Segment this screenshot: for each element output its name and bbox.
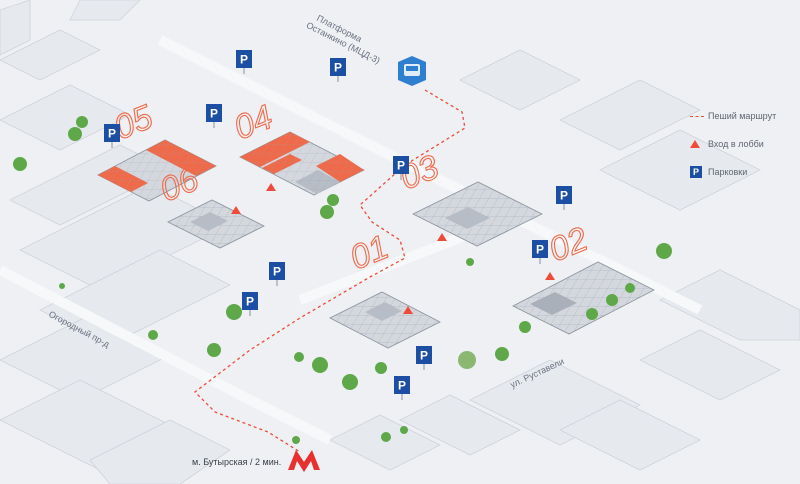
lobby-entrance-icon <box>545 272 555 280</box>
building-02 <box>512 261 655 335</box>
svg-text:P: P <box>420 349 428 363</box>
legend-item-parking: P Парковки <box>690 165 800 179</box>
parking-icon: P <box>556 186 572 210</box>
metro-marker <box>288 450 320 472</box>
svg-text:P: P <box>536 243 544 257</box>
svg-text:P: P <box>273 265 281 279</box>
trees <box>13 116 672 444</box>
svg-text:P: P <box>560 189 568 203</box>
legend-label: Вход в лобби <box>708 139 764 149</box>
parking-signs: P P P P P P P P P P P <box>104 50 572 400</box>
dashed-route-icon <box>690 115 704 117</box>
legend-item-route: Пеший маршрут <box>690 109 800 123</box>
parking-icon: P <box>393 156 409 180</box>
roads <box>0 35 703 445</box>
building-06 <box>167 199 265 249</box>
svg-text:P: P <box>210 107 218 121</box>
parking-icon: P <box>330 58 346 82</box>
train-station-icon <box>398 56 426 86</box>
legend-label: Парковки <box>708 167 748 177</box>
triangle-icon <box>690 140 700 148</box>
parking-icon: P <box>416 346 432 370</box>
svg-text:P: P <box>334 61 342 75</box>
legend: Пеший маршрут Вход в лобби P Парковки <box>690 109 800 193</box>
lobby-entrance-icon <box>266 183 276 191</box>
lobby-entrance-icon <box>403 306 413 314</box>
lobby-entrance-icon <box>231 206 241 214</box>
parking-icon: P <box>206 104 222 128</box>
svg-text:P: P <box>240 53 248 67</box>
building-01 <box>329 291 441 349</box>
building-05 <box>97 139 217 202</box>
svg-text:P: P <box>397 159 405 173</box>
parking-icon: P <box>269 262 285 286</box>
svg-text:P: P <box>398 379 406 393</box>
building-03 <box>412 181 543 247</box>
building-number-02: 02 <box>544 220 593 269</box>
legend-item-lobby: Вход в лобби <box>690 137 800 151</box>
parking-icon: P <box>104 124 120 148</box>
lobby-entrance-icon <box>437 233 447 241</box>
metro-label: м. Бутырская / 2 мин. <box>192 457 282 467</box>
building-number-04: 04 <box>229 98 278 147</box>
parking-icon: P <box>394 376 410 400</box>
building-04 <box>239 131 365 196</box>
parking-icon: P <box>532 240 548 264</box>
svg-text:P: P <box>246 295 254 309</box>
station-label: Платформа Останкино (МЦД-3) <box>305 10 387 66</box>
parking-icon: P <box>236 50 252 74</box>
parking-icon: P <box>242 292 258 316</box>
parking-icon: P <box>690 166 702 178</box>
svg-text:P: P <box>108 127 116 141</box>
lobby-entrances <box>231 183 555 314</box>
metro-icon <box>288 450 320 472</box>
legend-label: Пеший маршрут <box>708 111 777 121</box>
